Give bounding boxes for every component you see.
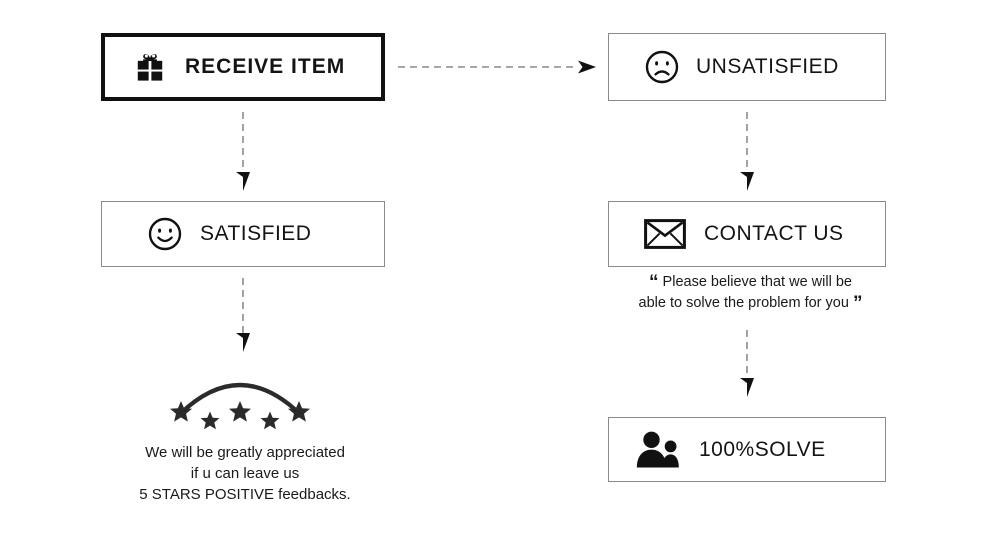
envelope-icon xyxy=(644,219,686,249)
gift-icon xyxy=(133,50,167,84)
arrow-satisfied-to-feedback xyxy=(236,278,250,352)
arrow-receive-item-to-unsatisfied xyxy=(398,60,596,74)
feedback-caption: We will be greatly appreciated if u can … xyxy=(95,442,395,505)
arrow-receive-item-to-satisfied xyxy=(236,112,250,191)
five-stars-arc-icon xyxy=(170,383,310,430)
feedback-line-2: if u can leave us xyxy=(190,465,300,482)
quote-open-mark: “ xyxy=(649,272,659,293)
star-5 xyxy=(288,401,310,422)
node-solve[interactable]: 100%SOLVE xyxy=(608,417,886,482)
quote-line-2: able to solve the problem for you xyxy=(638,295,849,311)
star-1 xyxy=(170,401,192,422)
quote-line-1: Please believe that we will be xyxy=(662,274,852,290)
two-people-icon xyxy=(635,430,681,470)
feedback-line-1: We will be greatly appreciated xyxy=(145,444,345,461)
node-label-unsatisfied: UNSATISFIED xyxy=(696,55,839,78)
arrow-contact-us-to-solve xyxy=(740,330,754,397)
feedback-line-3: 5 STARS POSITIVE feedbacks. xyxy=(139,486,351,503)
node-label-satisfied: SATISFIED xyxy=(200,222,312,245)
star-4 xyxy=(260,411,280,430)
quote-close-mark: ” xyxy=(852,293,863,314)
node-unsatisfied[interactable]: UNSATISFIED xyxy=(608,33,886,101)
node-contact-us[interactable]: CONTACT US xyxy=(608,201,886,267)
contact-us-quote: “ Please believe that we will be able to… xyxy=(608,272,893,314)
arrow-unsatisfied-to-contact-us xyxy=(740,112,754,191)
star-group xyxy=(170,401,310,430)
node-label-receive-item: RECEIVE ITEM xyxy=(185,55,346,78)
node-satisfied[interactable]: SATISFIED xyxy=(101,201,385,267)
sad-face-icon xyxy=(644,49,680,85)
star-3 xyxy=(229,401,251,422)
star-2 xyxy=(200,411,220,430)
smiley-face-icon xyxy=(147,216,183,252)
node-label-contact-us: CONTACT US xyxy=(704,222,844,245)
node-receive-item[interactable]: RECEIVE ITEM xyxy=(101,33,385,101)
node-label-solve: 100%SOLVE xyxy=(699,437,826,461)
